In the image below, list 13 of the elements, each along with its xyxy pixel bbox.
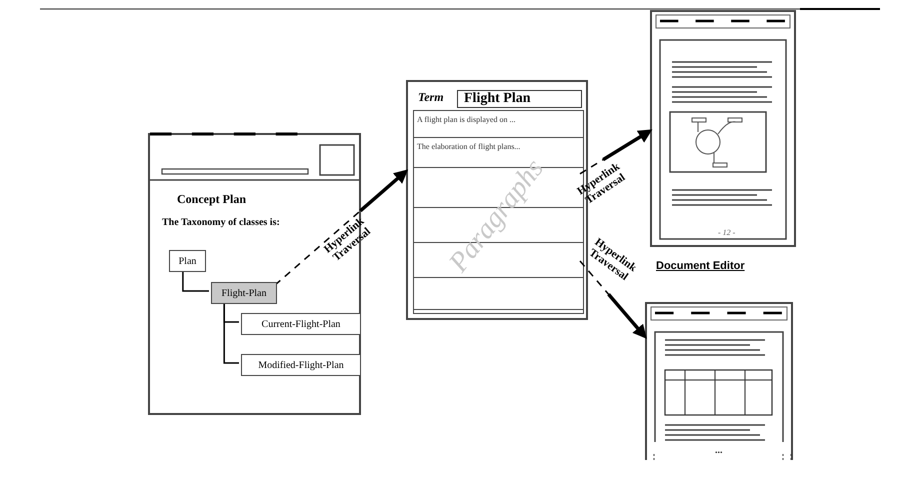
page-number: - 12 - [718,228,736,237]
document-window [645,302,793,460]
ellipsis-text: ... [715,445,722,456]
heading: Concept Plan [177,192,246,207]
caption-text: The Taxonomy of classes is: [162,217,280,228]
tree-node: Flight-Plan [211,282,277,304]
title-field: Flight Plan [457,90,582,108]
paragraph-row: A flight plan is displayed on ... [414,111,583,138]
tree-node: Plan [169,250,206,272]
window-title: Document Editor [656,260,745,272]
tree-node: Modified-Flight-Plan [241,354,361,376]
field-label: Term [418,90,444,105]
tree-node: Current-Flight-Plan [241,313,361,335]
